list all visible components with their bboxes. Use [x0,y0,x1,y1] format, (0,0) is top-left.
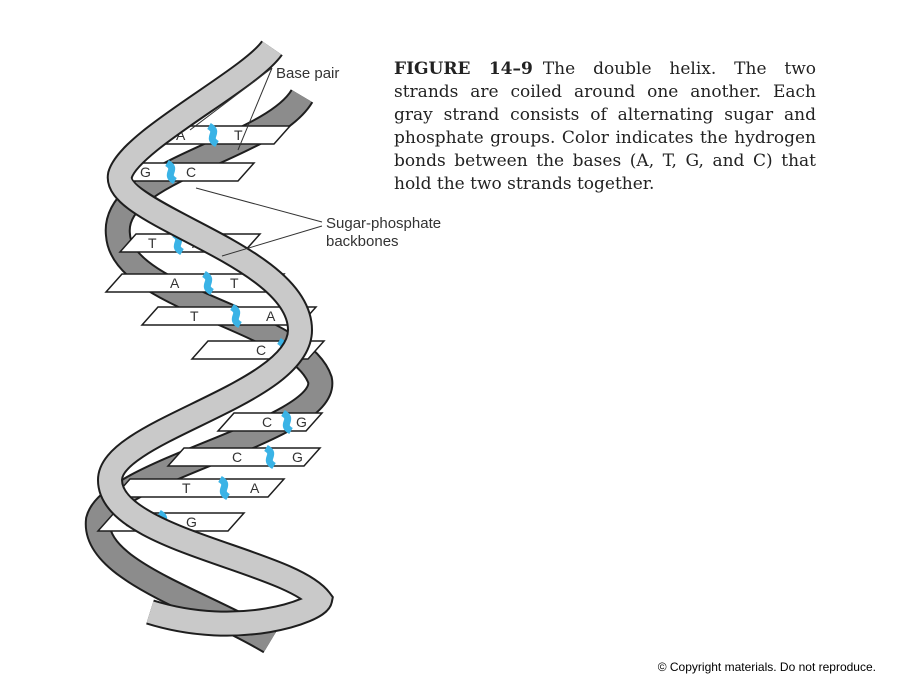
base-pair-plate [166,447,322,467]
backbone-label-line1: Sugar-phosphate [326,215,441,232]
caption-text: The double helix. The two strands are co… [394,59,817,194]
base-label-left: A [176,127,186,143]
base-label-right: T [234,127,243,143]
base-label-right: A [266,308,276,324]
backbone-strand-back-fill [86,89,332,652]
base-pair-pointer-line [237,67,273,151]
base-pair-pointer-line [189,67,273,131]
base-label-right: G [186,514,197,530]
base-label-left: T [190,308,199,324]
figure-label: FIGURE 14–9 [394,59,533,79]
base-label-right: T [230,275,239,291]
backbone-label-line2: backbones [326,233,399,250]
hydrogen-bond [206,122,220,148]
base-pair-plate [216,412,324,432]
backbone-strand-front [98,41,332,635]
base-label-right: A [250,480,260,496]
base-label-left: C [262,414,272,430]
base-label-left: T [182,480,191,496]
base-label-right: G [296,414,307,430]
base-label-left: C [256,342,266,358]
hydrogen-bond [280,409,294,435]
hydrogen-bond [164,159,178,185]
hydrogen-bond [263,444,277,470]
base-label-left: C [232,449,242,465]
base-label-left: A [170,275,180,291]
base-label-left: T [148,235,157,251]
backbone-pointer-line [221,225,323,257]
hydrogen-bond [229,303,243,329]
copyright-notice: © Copyright materials. Do not reproduce. [657,660,876,674]
hydrogen-bond [201,270,215,296]
base-label-right: G [292,449,303,465]
base-label-right: C [186,164,196,180]
hydrogen-bond [217,475,231,501]
backbone-pointer-line [195,187,323,223]
base-label-left: G [140,164,151,180]
base-pair-label: Base pair [276,65,339,82]
